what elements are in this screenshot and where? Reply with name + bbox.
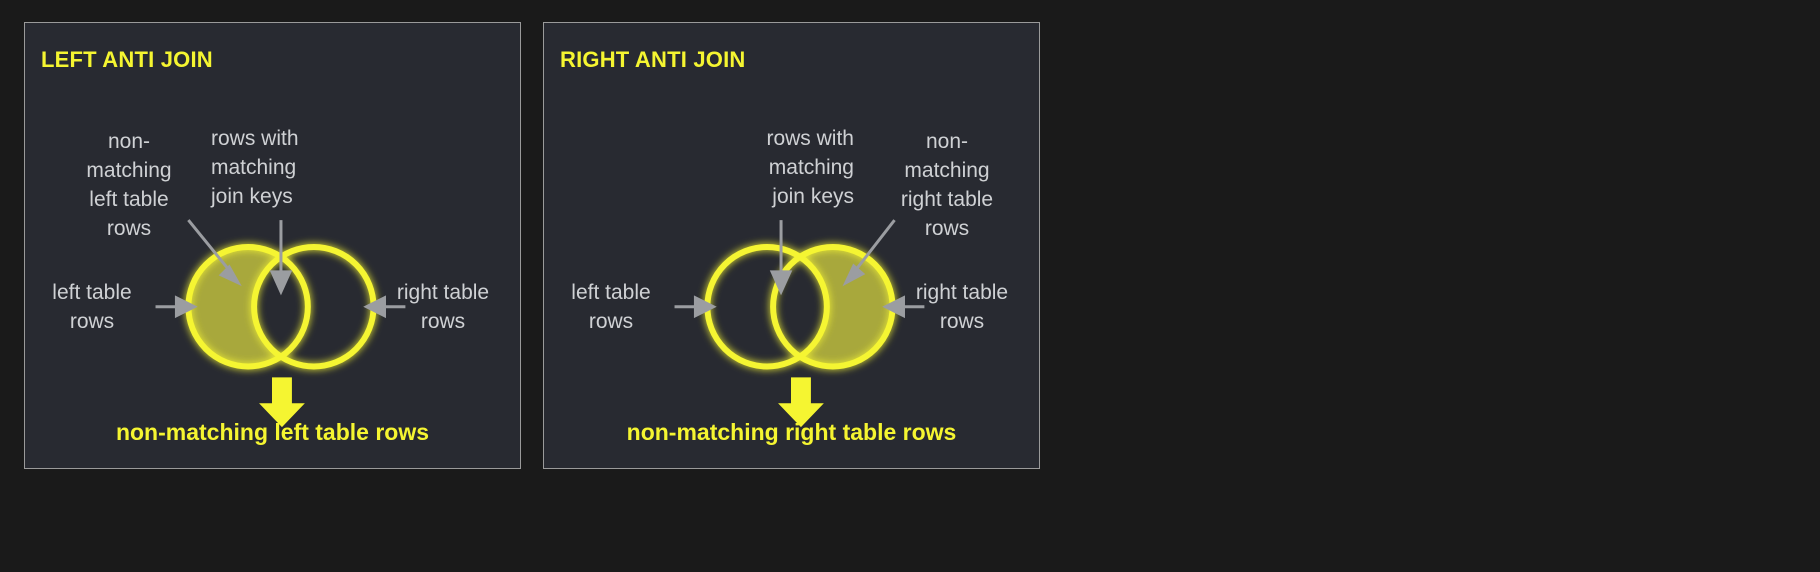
label-matching-join-keys: rows with matching join keys [211,127,299,208]
pointer-matching [769,220,793,296]
venn-diagram-left [25,23,520,468]
panel-right-anti-join: RIGHT ANTI JOIN [543,22,1040,469]
panel-caption: non-matching right table rows [626,419,957,445]
panel-title: RIGHT ANTI JOIN [560,47,746,72]
venn-diagram-right [544,23,1039,468]
label-matching-join-keys: rows with matching join keys [766,127,854,208]
pointer-matching [269,220,293,296]
label-right-table-rows: right table rows [915,281,1009,333]
venn-right-lune-fill [773,246,893,367]
venn-left-lune-fill [188,246,308,367]
label-right-table-rows: right table rows [396,281,490,333]
venn-circle-outlines [704,244,896,370]
panel-title: LEFT ANTI JOIN [41,47,213,72]
label-left-table-rows: left table rows [52,281,132,333]
label-nonmatching-rows: non- matching right table rows [900,130,994,240]
panel-caption: non-matching left table rows [115,419,430,445]
panel-left-anti-join: LEFT ANTI JOIN [24,22,521,469]
label-left-table-rows: left table rows [571,281,651,333]
venn-circle-outlines [185,244,377,370]
pointer-nonmatching [187,219,242,287]
pointer-left-table [674,295,717,319]
pointer-left-table [155,295,198,319]
label-nonmatching-rows: non- matching left table rows [86,130,172,240]
